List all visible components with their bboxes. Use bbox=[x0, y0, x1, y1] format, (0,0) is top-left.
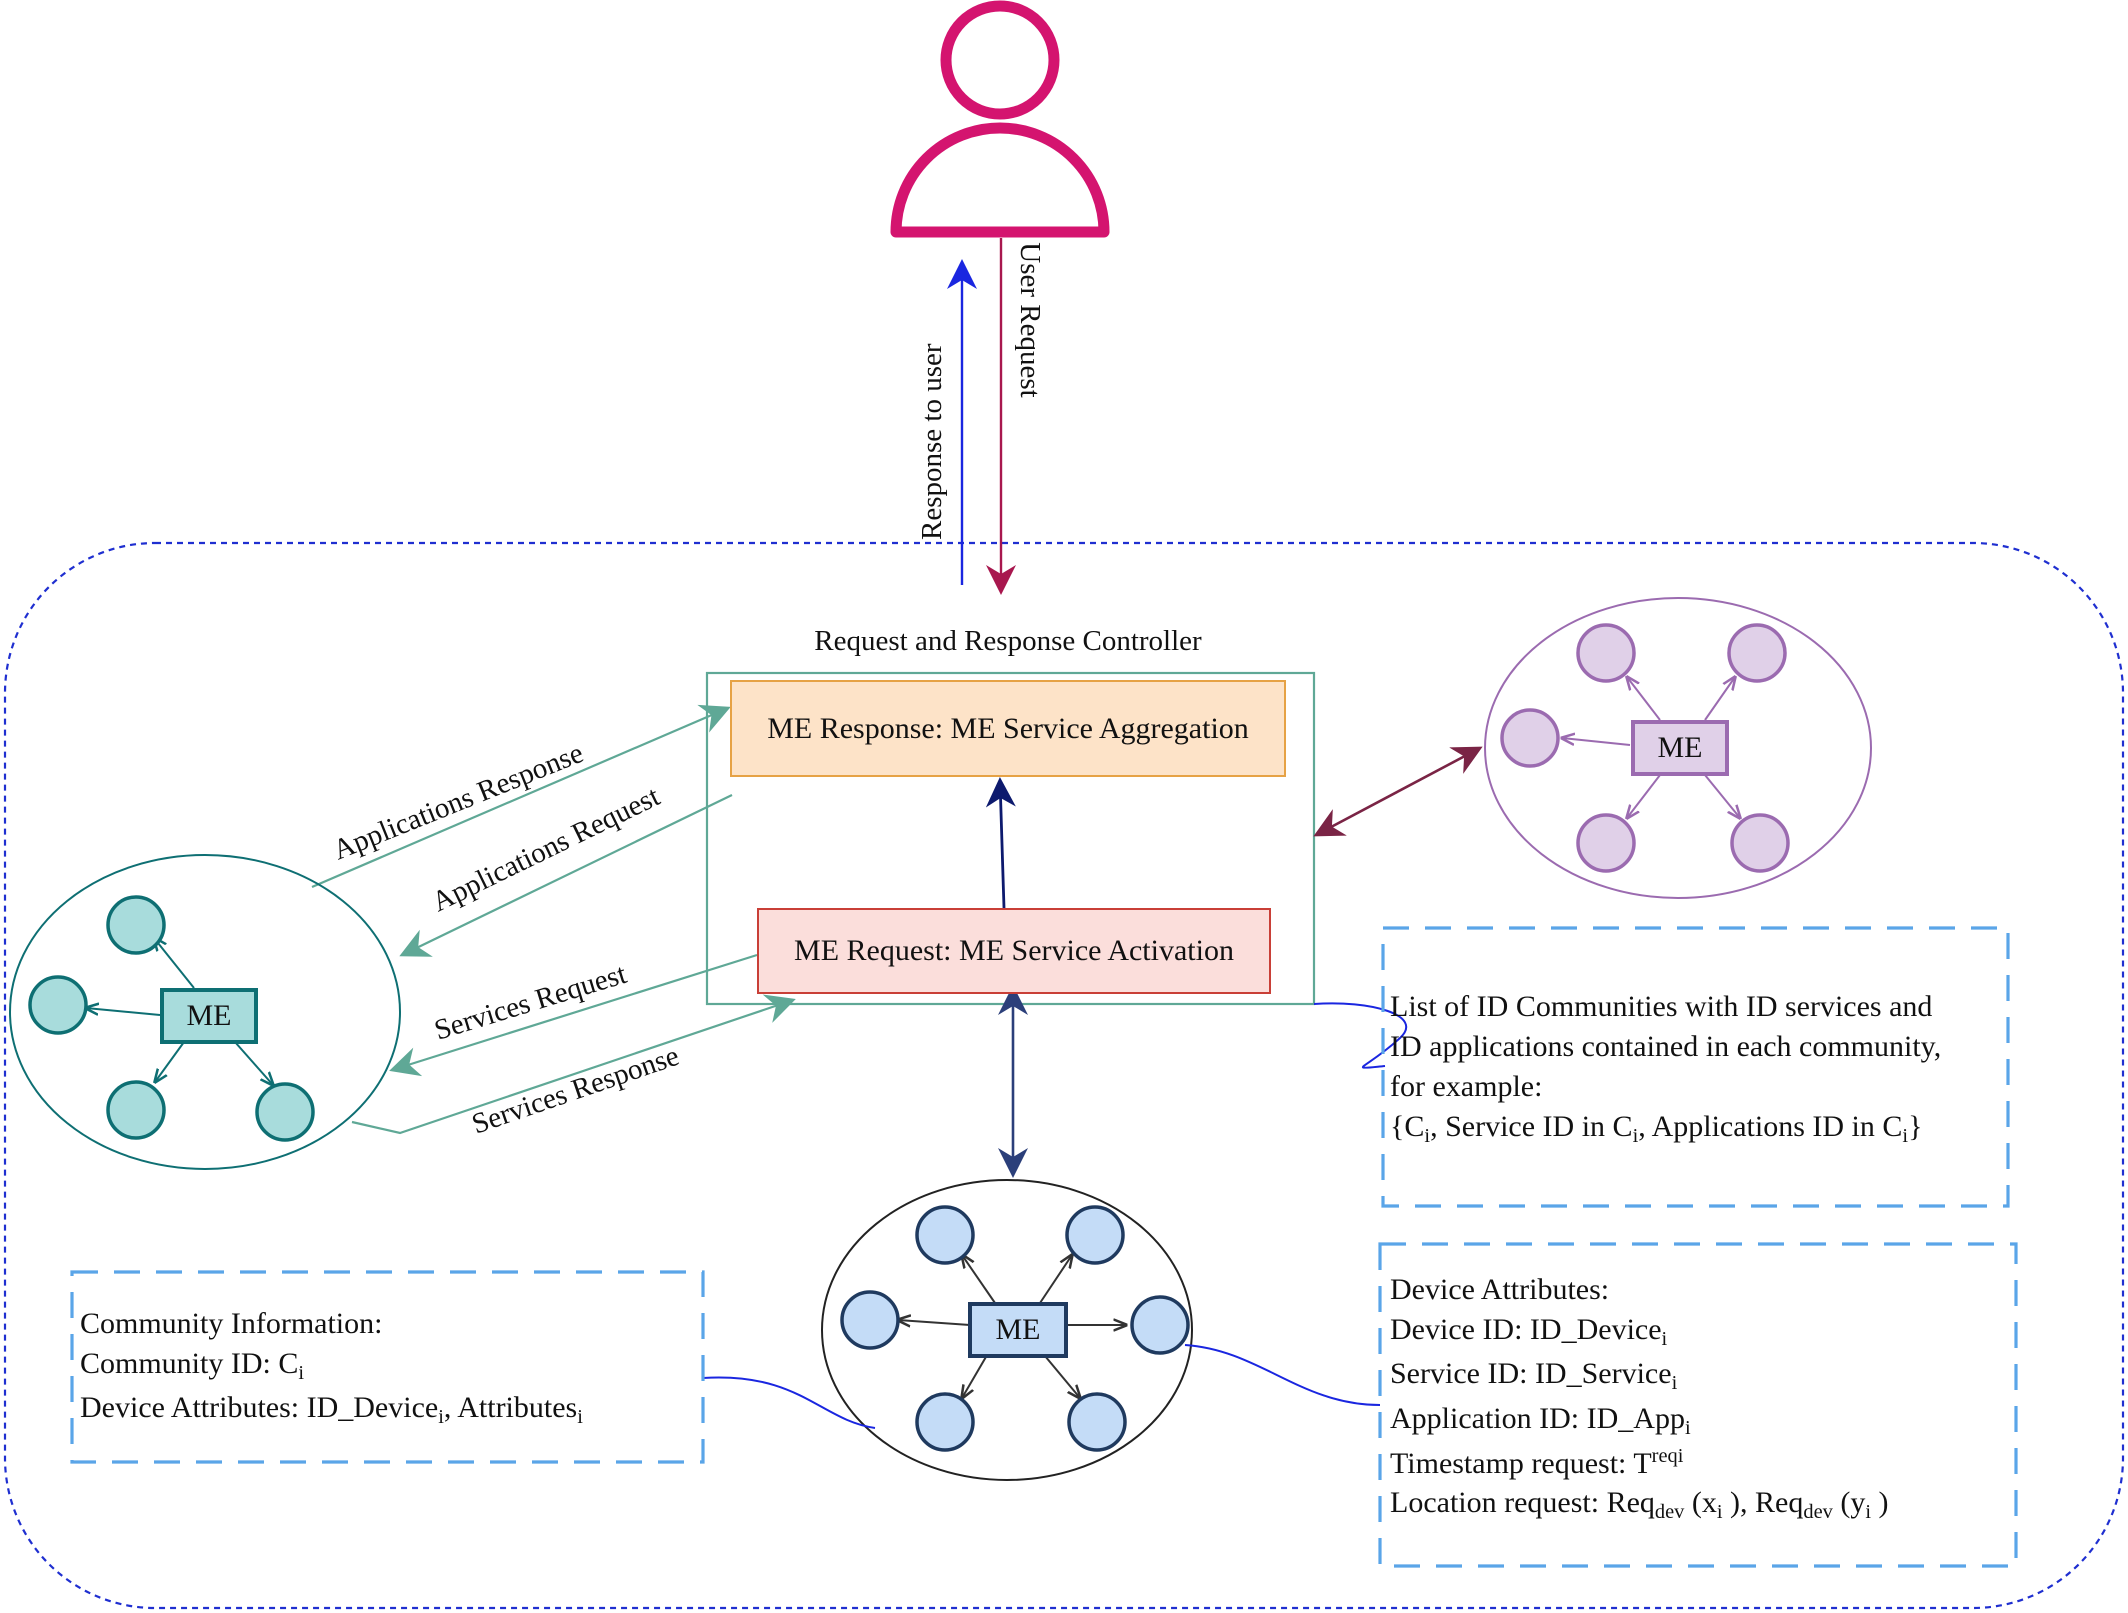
services-request-label: Services Request bbox=[431, 958, 631, 1047]
right-community bbox=[1484, 597, 1872, 899]
node bbox=[106, 1080, 166, 1140]
bottom-me-label: ME bbox=[995, 1313, 1041, 1346]
user-request-label: User Request bbox=[1014, 242, 1046, 397]
services-request-arrow bbox=[389, 953, 758, 1077]
node bbox=[106, 895, 166, 955]
community-info-link bbox=[702, 1376, 876, 1429]
node bbox=[1500, 708, 1560, 768]
note-line: for example: bbox=[1390, 1070, 1543, 1103]
note-line: Device Attributes: bbox=[1390, 1273, 1610, 1306]
left-me-label: ME bbox=[186, 999, 232, 1032]
note-line: Community ID: Ci bbox=[80, 1347, 305, 1385]
node bbox=[915, 1205, 975, 1265]
bottom-me-hub[interactable]: ME bbox=[968, 1302, 1068, 1358]
me-request-box[interactable]: ME Request: ME Service Activation bbox=[757, 908, 1271, 994]
person-icon bbox=[890, 0, 1110, 238]
node bbox=[1730, 813, 1790, 873]
services-response-arrow bbox=[351, 994, 796, 1135]
community-info-frame bbox=[70, 1270, 705, 1464]
note-line: Timestamp request: Treqi bbox=[1390, 1444, 1684, 1480]
note-line: {Ci, Service ID in Ci, Applications ID i… bbox=[1390, 1110, 1923, 1148]
services-response-label: Services Response bbox=[468, 1040, 683, 1141]
node bbox=[28, 975, 88, 1035]
note-line: Application ID: ID_Appi bbox=[1390, 1402, 1691, 1440]
note-line: Service ID: ID_Servicei bbox=[1390, 1357, 1678, 1395]
note-line: Device Attributes: ID_Devicei, Attribute… bbox=[80, 1391, 583, 1429]
node bbox=[1576, 813, 1636, 873]
system-boundary bbox=[3, 541, 2125, 1610]
left-me-hub[interactable]: ME bbox=[160, 988, 258, 1044]
applications-request-arrow bbox=[399, 794, 733, 957]
note-line: ID applications contained in each commun… bbox=[1390, 1030, 1942, 1063]
communities-list-connector bbox=[1313, 1002, 1408, 1069]
community-info-note: Community Information: Community ID: Ci … bbox=[80, 1302, 700, 1430]
node bbox=[1067, 1392, 1127, 1452]
controller-title: Request and Response Controller bbox=[814, 625, 1202, 657]
purple-community-link-arrow bbox=[1313, 746, 1483, 837]
bottom-community bbox=[821, 1179, 1193, 1481]
note-line: List of ID Communities with ID services … bbox=[1390, 990, 1933, 1023]
me-response-box[interactable]: ME Response: ME Service Aggregation bbox=[730, 680, 1286, 777]
node bbox=[1576, 623, 1636, 683]
device-attributes-link bbox=[1184, 1344, 1381, 1406]
device-attributes-frame bbox=[1378, 1242, 2018, 1568]
communities-list-note: List of ID Communities with ID services … bbox=[1390, 987, 2000, 1147]
response-to-user-label: Response to user bbox=[916, 343, 948, 540]
note-line: Device ID: ID_Devicei bbox=[1390, 1313, 1668, 1351]
node bbox=[1130, 1295, 1190, 1355]
activation-to-aggregation-arrow bbox=[985, 777, 1016, 909]
node bbox=[840, 1290, 900, 1350]
right-me-label: ME bbox=[1657, 731, 1703, 764]
right-me-hub[interactable]: ME bbox=[1631, 720, 1729, 776]
node bbox=[255, 1082, 315, 1142]
note-line: Community Information: bbox=[80, 1307, 383, 1340]
applications-response-arrow bbox=[311, 704, 731, 889]
device-attributes-note: Device Attributes: Device ID: ID_Devicei… bbox=[1390, 1271, 2010, 1525]
me-response-label: ME Response: ME Service Aggregation bbox=[767, 711, 1249, 745]
node bbox=[915, 1392, 975, 1452]
communities-list-frame bbox=[1381, 926, 2010, 1208]
node bbox=[1727, 623, 1787, 683]
note-line: Location request: Reqdev (xi ), Reqdev (… bbox=[1390, 1486, 1889, 1524]
node bbox=[1065, 1205, 1125, 1265]
me-request-label: ME Request: ME Service Activation bbox=[794, 934, 1234, 967]
left-community bbox=[9, 854, 401, 1170]
